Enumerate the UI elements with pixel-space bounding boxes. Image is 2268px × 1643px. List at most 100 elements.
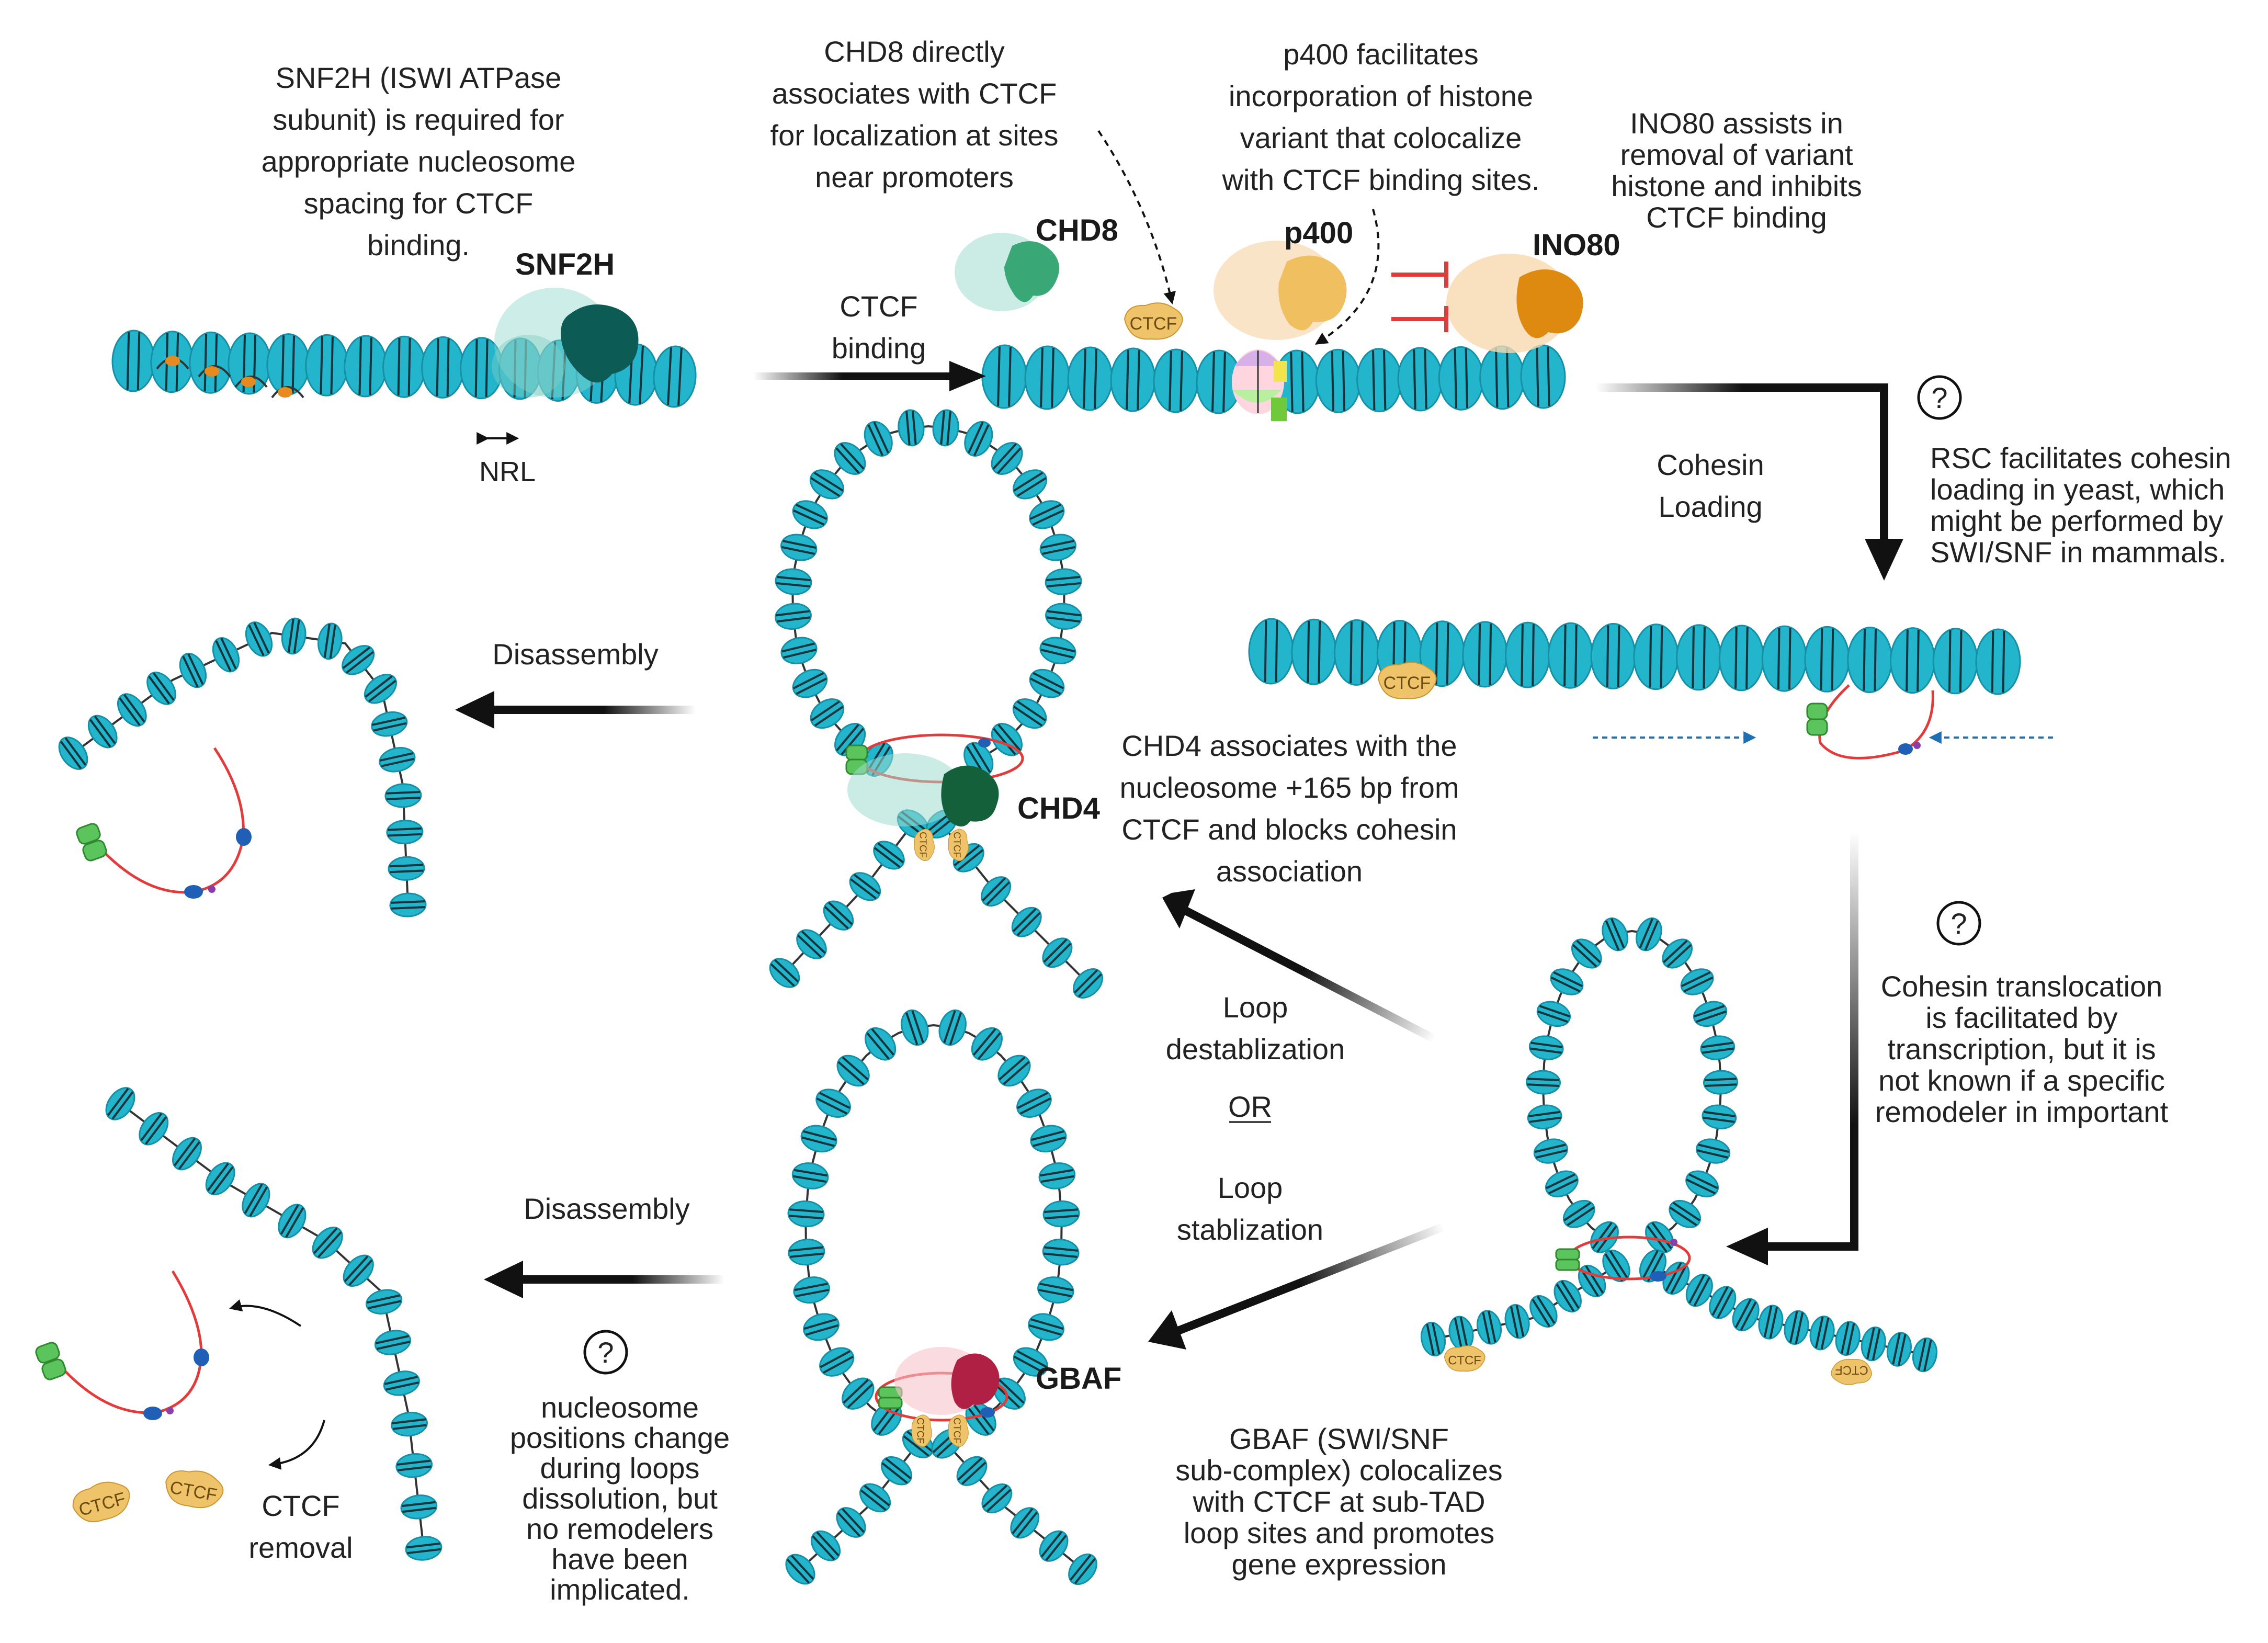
- nucleosome: [1562, 1199, 1595, 1228]
- nucleosome: [1669, 1199, 1702, 1228]
- nucleosome: [117, 693, 147, 727]
- nucleosome: [898, 409, 925, 447]
- ctcf-protein: CTCF: [948, 1414, 969, 1447]
- text-line: associates with CTCF: [772, 77, 1057, 110]
- nucleosome: [1042, 1239, 1080, 1266]
- disassembly-top-arrowhead: [455, 691, 494, 729]
- nucleosome: [880, 1456, 913, 1486]
- nucleosome: [780, 534, 818, 561]
- nucleosome: [1526, 1070, 1561, 1095]
- nucleosome: [981, 1483, 1013, 1514]
- nucleosome: [823, 900, 854, 931]
- text-line: transcription, but it is: [1887, 1033, 2156, 1066]
- text-line: RSC facilitates cohesin: [1930, 441, 2231, 474]
- nucleosome: [1028, 1313, 1064, 1341]
- nucleosome: [1110, 347, 1156, 412]
- nucleosome: [281, 617, 307, 655]
- nucleosome: [1505, 621, 1551, 688]
- nucleosome: [343, 1254, 374, 1287]
- nucleosome: [1291, 618, 1337, 685]
- nucleosome: [901, 1009, 929, 1046]
- ctcf-removal-arrows: [229, 1299, 325, 1470]
- nucleosome: [1030, 1125, 1067, 1153]
- text-line: CTCF: [262, 1489, 339, 1522]
- text-line: Loop: [1223, 991, 1288, 1024]
- svg-text:?: ?: [1951, 907, 1967, 940]
- nucleosome: [1013, 469, 1048, 500]
- disassembly-bottom-arrow: [520, 1275, 724, 1284]
- question-badge-nucleosome: ?: [583, 1330, 628, 1375]
- nucleosome: [1504, 1304, 1530, 1339]
- nucleosome: [1571, 938, 1602, 969]
- text-line: implicated.: [550, 1573, 690, 1606]
- nucleosome: [1520, 344, 1566, 409]
- nucleosome: [1011, 907, 1042, 937]
- ctcf-label: CTCF: [951, 832, 962, 858]
- text-line: with CTCF at sub-TAD: [1192, 1485, 1485, 1518]
- nucleosome: [58, 736, 88, 770]
- nucleosome: [242, 1183, 270, 1218]
- nucleosome: [938, 1009, 967, 1046]
- ctcf-protein: CTCF: [914, 829, 935, 862]
- nucleosome: [400, 1494, 438, 1520]
- nucleosome: [769, 958, 800, 988]
- nucleosome: [1912, 1337, 1938, 1373]
- disassembly-bottom-arrowhead: [484, 1261, 523, 1298]
- text-line: Cohesin translocation: [1881, 970, 2163, 1003]
- cohesin-loading-arrow-v: [1880, 383, 1888, 540]
- nucleosome: [788, 1239, 825, 1266]
- text-line: might be performed by: [1930, 504, 2223, 537]
- nucleosome: [1835, 1321, 1861, 1356]
- nucleosome: [312, 1227, 343, 1259]
- nucleosome: [395, 1453, 433, 1478]
- chd8-complex: [955, 233, 1059, 311]
- nucleosome: [1039, 534, 1076, 561]
- nucleosome: [1809, 1316, 1835, 1351]
- text-line: loading in yeast, which: [1930, 473, 2225, 506]
- nucleosome: [1889, 627, 1936, 694]
- nucleosome: [997, 1055, 1031, 1087]
- nucleosome: [1013, 1347, 1048, 1377]
- text-line: SNF2H (ISWI ATPase: [276, 61, 562, 94]
- nucleosome: [317, 622, 343, 660]
- nucleosome: [205, 1162, 235, 1196]
- nucleosome: [1462, 621, 1508, 688]
- nucleosome: [981, 344, 1027, 409]
- nucleosome: [1602, 917, 1628, 951]
- ctcf-protein: CTCF: [1444, 1345, 1485, 1372]
- right-loop-cohesin: [1555, 1236, 1691, 1282]
- nucleosome: [1476, 1310, 1502, 1345]
- nucleosome: [1039, 1530, 1069, 1562]
- nucleosome: [775, 568, 812, 595]
- text-line: Cohesin: [1657, 448, 1764, 481]
- nucleosome: [189, 331, 233, 394]
- gbaf-complex: [894, 1347, 1000, 1415]
- nucleosome: [956, 1456, 988, 1486]
- nucleosome: [1545, 1170, 1579, 1198]
- nucleosome: [1527, 1104, 1562, 1130]
- nucleosome: [792, 668, 828, 698]
- text-line: CHD8 directly: [824, 35, 1004, 68]
- nucleosome: [1045, 568, 1082, 595]
- nucleosome: [1703, 1070, 1738, 1095]
- ctcf-protein: CTCF: [72, 1481, 130, 1523]
- nucleosome: [344, 335, 388, 398]
- nucleosome: [379, 747, 416, 773]
- text-line: stablization: [1177, 1213, 1323, 1246]
- translocation-arrow-h: [1763, 1242, 1858, 1251]
- text-line: GBAF (SWI/SNF: [1229, 1422, 1449, 1455]
- text-line: appropriate nucleosome: [262, 145, 576, 178]
- nucleosome: [179, 652, 207, 688]
- nucleosome: [1550, 968, 1584, 995]
- ino80-inhibit-symbols: [1391, 262, 1448, 332]
- or-label: OR: [1228, 1090, 1272, 1123]
- ctcf-binding-arrow: [753, 372, 952, 380]
- ctcf-protein: CTCF: [1124, 302, 1183, 340]
